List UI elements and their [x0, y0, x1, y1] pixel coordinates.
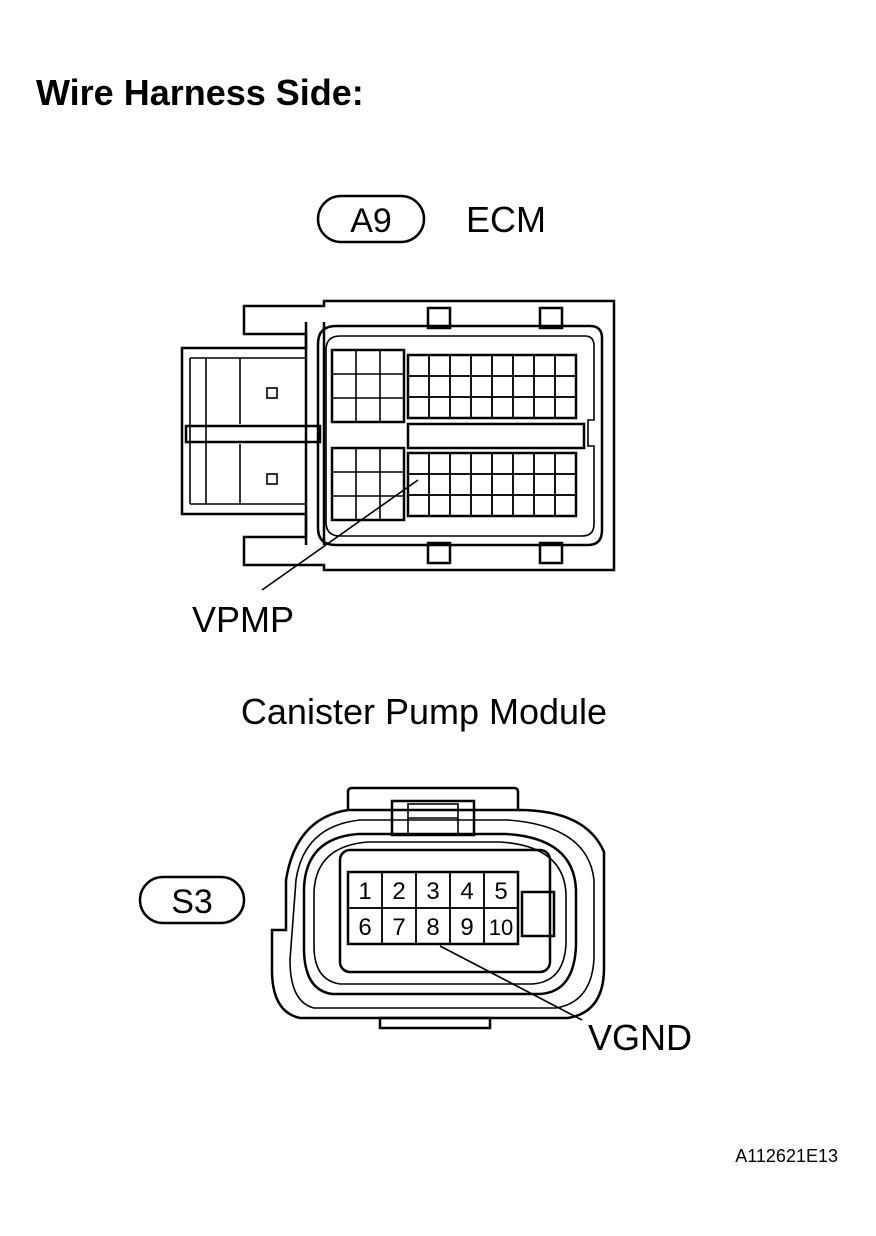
ecm-bottom-pin-cavity [470, 494, 493, 517]
pump-pin-number: 2 [392, 878, 405, 905]
ecm-connector-code-badge: A9 [316, 194, 426, 244]
heading: Wire Harness Side: [36, 72, 364, 113]
ecm-bottom-pin-cavity [470, 452, 493, 475]
ecm-bottom-pin-cavity [449, 473, 472, 496]
ecm-top-pin-cavity [554, 375, 577, 398]
ecm-connector-name: ECM [466, 199, 546, 240]
ecm-top-pin-cavity [407, 375, 430, 398]
ecm-bottom-pin-cavity [428, 452, 451, 475]
ecm-top-pin-cavity [491, 354, 514, 377]
pump-pin-number: 1 [358, 878, 371, 905]
ecm-bottom-pin-cavity [512, 473, 535, 496]
ecm-bottom-pin-cavity [428, 494, 451, 517]
ecm-top-pin-cavity [449, 354, 472, 377]
ecm-top-pin-cavity [407, 396, 430, 419]
ecm-top-pin-cavity [491, 396, 514, 419]
pump-pin-number: 9 [460, 914, 473, 941]
ecm-bottom-pin-cavity [554, 494, 577, 517]
ecm-connector-code: A9 [350, 202, 392, 240]
ecm-top-pin-cavity [512, 396, 535, 419]
ecm-top-pin-cavity [470, 375, 493, 398]
ecm-bottom-pin-cavity [491, 494, 514, 517]
vgnd-leader-line [439, 945, 583, 1021]
ecm-bottom-pin-cavity [512, 452, 535, 475]
ecm-bottom-pin-cavity [428, 473, 451, 496]
ecm-top-pin-cavity [407, 354, 430, 377]
pump-pin-number: 8 [426, 914, 439, 941]
pump-pin-number: 7 [392, 914, 405, 941]
ecm-top-pin-cavity [533, 396, 556, 419]
vpmp-pin-label: VPMP [192, 599, 294, 640]
ecm-top-pin-cavity [428, 375, 451, 398]
ecm-top-pin-cavity [554, 396, 577, 419]
figure-id: A112621E13 [735, 1146, 838, 1166]
vpmp-leader-line [261, 479, 419, 591]
ecm-bottom-pin-cavity [554, 452, 577, 475]
ecm-pin-grid-top [406, 353, 578, 420]
ecm-connector-body [180, 299, 616, 572]
pump-pin-number: 6 [358, 914, 371, 941]
ecm-bottom-pin-cavity [512, 494, 535, 517]
pump-pin-number: 4 [460, 878, 473, 905]
ecm-bottom-pin-cavity [491, 452, 514, 475]
ecm-top-pin-cavity [470, 354, 493, 377]
pump-connector-code: S3 [171, 883, 213, 921]
ecm-bottom-pin-cavity [533, 452, 556, 475]
ecm-top-pin-cavity [491, 375, 514, 398]
ecm-top-pin-cavity [449, 375, 472, 398]
ecm-top-pin-cavity [533, 375, 556, 398]
ecm-top-pin-cavity [428, 354, 451, 377]
ecm-bottom-pin-cavity [533, 494, 556, 517]
pump-pin-number: 5 [494, 878, 507, 905]
ecm-bottom-pin-cavity [449, 494, 472, 517]
ecm-bottom-pin-cavity [407, 452, 430, 475]
ecm-top-pin-cavity [512, 354, 535, 377]
ecm-bottom-pin-cavity [449, 452, 472, 475]
ecm-bottom-pin-cavity [491, 473, 514, 496]
ecm-top-pin-cavity [428, 396, 451, 419]
vgnd-pin-label: VGND [588, 1017, 692, 1058]
pump-connector-code-badge: S3 [138, 875, 246, 925]
ecm-top-pin-cavity [554, 354, 577, 377]
ecm-left-cavity-top [330, 348, 406, 424]
ecm-bottom-pin-cavity [407, 494, 430, 517]
pump-pin-cavity [483, 907, 519, 945]
ecm-pin-grid-bottom [406, 451, 578, 518]
pump-connector-name: Canister Pump Module [241, 691, 607, 732]
ecm-bottom-pin-cavity [554, 473, 577, 496]
pump-pin-number: 3 [426, 878, 439, 905]
ecm-top-pin-cavity [512, 375, 535, 398]
ecm-top-pin-cavity [470, 396, 493, 419]
ecm-bottom-pin-cavity [533, 473, 556, 496]
ecm-top-pin-cavity [449, 396, 472, 419]
ecm-bottom-pin-cavity [470, 473, 493, 496]
ecm-left-cavity-bottom [330, 446, 406, 522]
ecm-top-pin-cavity [533, 354, 556, 377]
pump-pin-number: 10 [489, 915, 513, 940]
pump-connector-body [270, 786, 606, 1030]
